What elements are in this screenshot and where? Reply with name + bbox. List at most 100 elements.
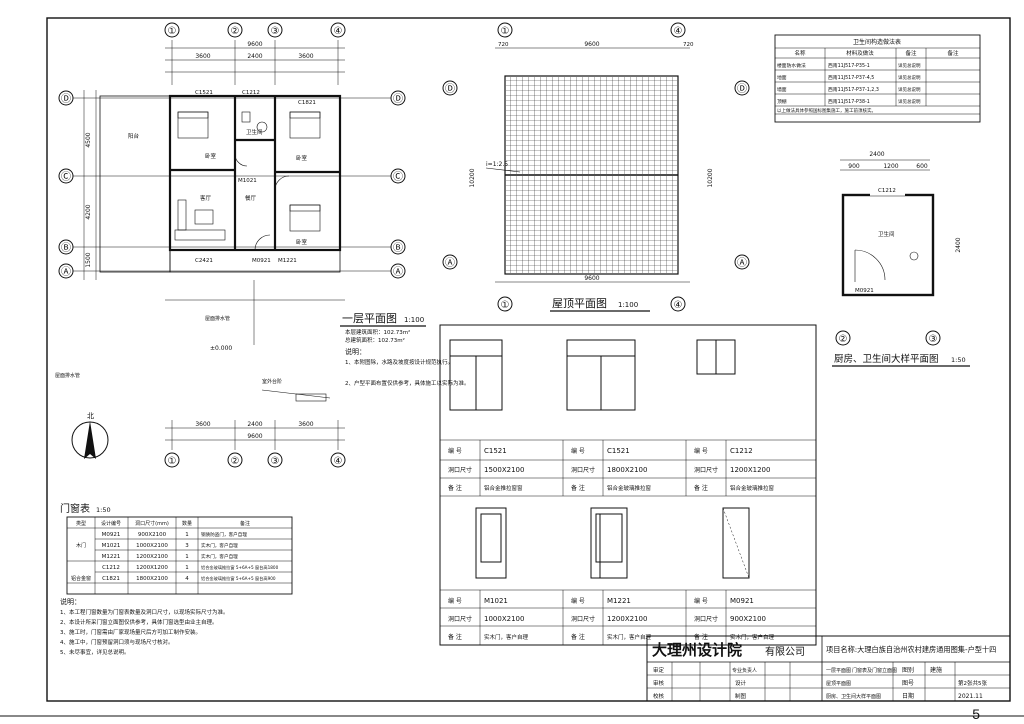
svg-text:图号: 图号 — [902, 680, 914, 687]
svg-text:实木门，客户自理: 实木门，客户自理 — [201, 542, 238, 549]
svg-text:实木门，客户自理: 实木门，客户自理 — [201, 553, 238, 560]
svg-text:墙面: 墙面 — [777, 86, 787, 93]
svg-text:北: 北 — [87, 412, 94, 420]
svg-text:编 号: 编 号 — [571, 447, 585, 455]
svg-text:洞口尺寸: 洞口尺寸 — [694, 466, 718, 474]
svg-text:实木门，客户自理: 实木门，客户自理 — [484, 633, 529, 641]
svg-text:④: ④ — [674, 26, 683, 37]
svg-text:②: ② — [839, 334, 848, 345]
svg-text:卧室: 卧室 — [205, 152, 217, 160]
svg-text:Ⓒ: Ⓒ — [61, 171, 71, 183]
svg-text:名称: 名称 — [794, 49, 806, 57]
axis-2: ② — [231, 26, 240, 37]
svg-text:实木门，客户自理: 实木门，客户自理 — [607, 633, 652, 641]
svg-text:阳台: 阳台 — [128, 132, 140, 140]
roof-slope: i=1:2.5 — [486, 161, 508, 168]
svg-text:屋面排水管: 屋面排水管 — [55, 372, 80, 379]
svg-text:C1212: C1212 — [242, 90, 260, 96]
floor-plan-1: ① ② ③ ④ 9600 3600 2400 3600 Ⓓ Ⓒ Ⓑ Ⓐ Ⓓ Ⓒ … — [55, 22, 470, 468]
svg-text:Ⓐ: Ⓐ — [393, 266, 403, 278]
svg-text:4: 4 — [185, 576, 189, 582]
elevation-mark: ±0.000 — [210, 345, 232, 352]
axis-1: ① — [168, 26, 177, 37]
svg-text:1500: 1500 — [85, 252, 92, 267]
svg-text:备注: 备注 — [947, 49, 959, 57]
svg-text:详见总说明: 详见总说明 — [898, 74, 921, 81]
svg-text:铝合金玻璃推拉窗: 铝合金玻璃推拉窗 — [607, 484, 652, 492]
svg-text:2、户型平面布置仅供参考，具体施工以实际为准。: 2、户型平面布置仅供参考，具体施工以实际为准。 — [345, 379, 470, 387]
sheet-border — [46, 17, 1011, 702]
svg-text:1500X2100: 1500X2100 — [484, 466, 524, 474]
svg-text:实木门，客户自理: 实木门，客户自理 — [730, 633, 775, 641]
svg-text:1: 1 — [185, 532, 189, 538]
svg-text:9600: 9600 — [247, 433, 262, 440]
sanitary-table-title: 卫生间构造做法表 — [853, 38, 901, 46]
svg-text:③: ③ — [929, 334, 938, 345]
svg-text:5、未尽事宜，详见总说明。: 5、未尽事宜，详见总说明。 — [60, 648, 130, 656]
svg-text:1000X2100: 1000X2100 — [484, 615, 524, 623]
svg-text:600: 600 — [916, 163, 928, 170]
north-arrow: 北 — [71, 412, 109, 459]
svg-text:C1212: C1212 — [102, 565, 120, 571]
svg-text:木门: 木门 — [76, 542, 86, 549]
svg-text:1800X2100: 1800X2100 — [607, 466, 647, 474]
svg-text:3、施工时，门窗需由厂家现场量尺后方可加工制作安装。: 3、施工时，门窗需由厂家现场量尺后方可加工制作安装。 — [60, 628, 201, 636]
svg-text:卫生间: 卫生间 — [246, 128, 263, 136]
svg-text:设计编号: 设计编号 — [101, 520, 121, 527]
svg-text:2400: 2400 — [247, 421, 262, 428]
svg-text:1000X2100: 1000X2100 — [136, 543, 168, 549]
svg-text:9600: 9600 — [584, 41, 599, 48]
svg-text:编 号: 编 号 — [448, 597, 462, 605]
svg-text:校核: 校核 — [653, 692, 665, 700]
svg-text:备 注: 备 注 — [694, 484, 708, 492]
svg-text:铝合金玻璃推拉窗 5+6A+5 窗台高1800: 铝合金玻璃推拉窗 5+6A+5 窗台高1800 — [201, 564, 279, 571]
svg-text:制图: 制图 — [735, 692, 747, 700]
svg-text:9600: 9600 — [584, 275, 599, 282]
svg-text:建施: 建施 — [930, 666, 942, 674]
svg-text:1、本工程门窗数量为门窗表数量及洞口尺寸，以现场实际尺寸为准: 1、本工程门窗数量为门窗表数量及洞口尺寸，以现场实际尺寸为准。 — [60, 608, 229, 616]
svg-text:720: 720 — [683, 42, 694, 48]
svg-text:西南11J517-P37-1,2,3: 西南11J517-P37-1,2,3 — [828, 86, 879, 93]
company-name: 大理州设计院 — [652, 641, 742, 659]
svg-text:④: ④ — [334, 456, 343, 467]
svg-text:2、本设计所采门窗立面图仅供参考，具体门窗选型由业主自理。: 2、本设计所采门窗立面图仅供参考，具体门窗选型由业主自理。 — [60, 618, 218, 626]
svg-text:Ⓐ: Ⓐ — [445, 257, 455, 269]
svg-text:1200X2100: 1200X2100 — [607, 615, 647, 623]
door-code-3: M0921 — [730, 597, 754, 605]
svg-text:1:100: 1:100 — [618, 301, 638, 309]
svg-text:Ⓐ: Ⓐ — [737, 257, 747, 269]
svg-text:类型: 类型 — [76, 520, 86, 527]
plan1-opening-labels: C1521 C1212 C1821 M0921 M1221 M1021 C242… — [195, 90, 316, 264]
svg-text:①: ① — [168, 456, 177, 467]
axis-4: ④ — [334, 26, 343, 37]
svg-text:铝合金窗: 铝合金窗 — [71, 575, 91, 582]
svg-text:Ⓐ: Ⓐ — [61, 266, 71, 278]
dw-table-title: 门窗表 — [60, 502, 90, 515]
general-notes: 说明： 1、本工程门窗数量为门窗表数量及洞口尺寸，以现场实际尺寸为准。 2、本设… — [60, 597, 229, 656]
svg-text:720: 720 — [498, 42, 509, 48]
plan1-walls — [168, 94, 342, 252]
svg-text:一层平面图: 一层平面图 — [826, 668, 851, 674]
door-code-1: M1021 — [484, 597, 508, 605]
svg-text:屋顶平面图: 屋顶平面图 — [826, 681, 851, 687]
svg-text:3: 3 — [185, 543, 189, 549]
window-code-2: C1521 — [607, 447, 630, 455]
roof-plan: ① ④ 9600 720 720 Ⓓ Ⓐ Ⓓ Ⓐ 10200 10200 i=1… — [442, 22, 750, 312]
svg-text:900: 900 — [848, 163, 860, 170]
svg-text:4500: 4500 — [85, 132, 92, 147]
svg-text:洞口尺寸: 洞口尺寸 — [448, 615, 472, 623]
svg-text:图别: 图别 — [902, 666, 914, 674]
svg-text:编 号: 编 号 — [448, 447, 462, 455]
svg-text:详见总说明: 详见总说明 — [898, 98, 921, 105]
page-number: 5 — [972, 706, 980, 722]
svg-text:10200: 10200 — [469, 168, 476, 187]
svg-text:设计: 设计 — [735, 679, 747, 687]
svg-text:4200: 4200 — [85, 204, 92, 219]
svg-text:M0921: M0921 — [102, 532, 121, 538]
svg-text:④: ④ — [674, 300, 683, 311]
svg-text:1200X1200: 1200X1200 — [136, 565, 168, 571]
svg-text:说明：: 说明： — [60, 597, 81, 606]
svg-text:卧室: 卧室 — [296, 154, 308, 162]
svg-text:编 号: 编 号 — [694, 597, 708, 605]
svg-text:C2421: C2421 — [195, 258, 213, 264]
